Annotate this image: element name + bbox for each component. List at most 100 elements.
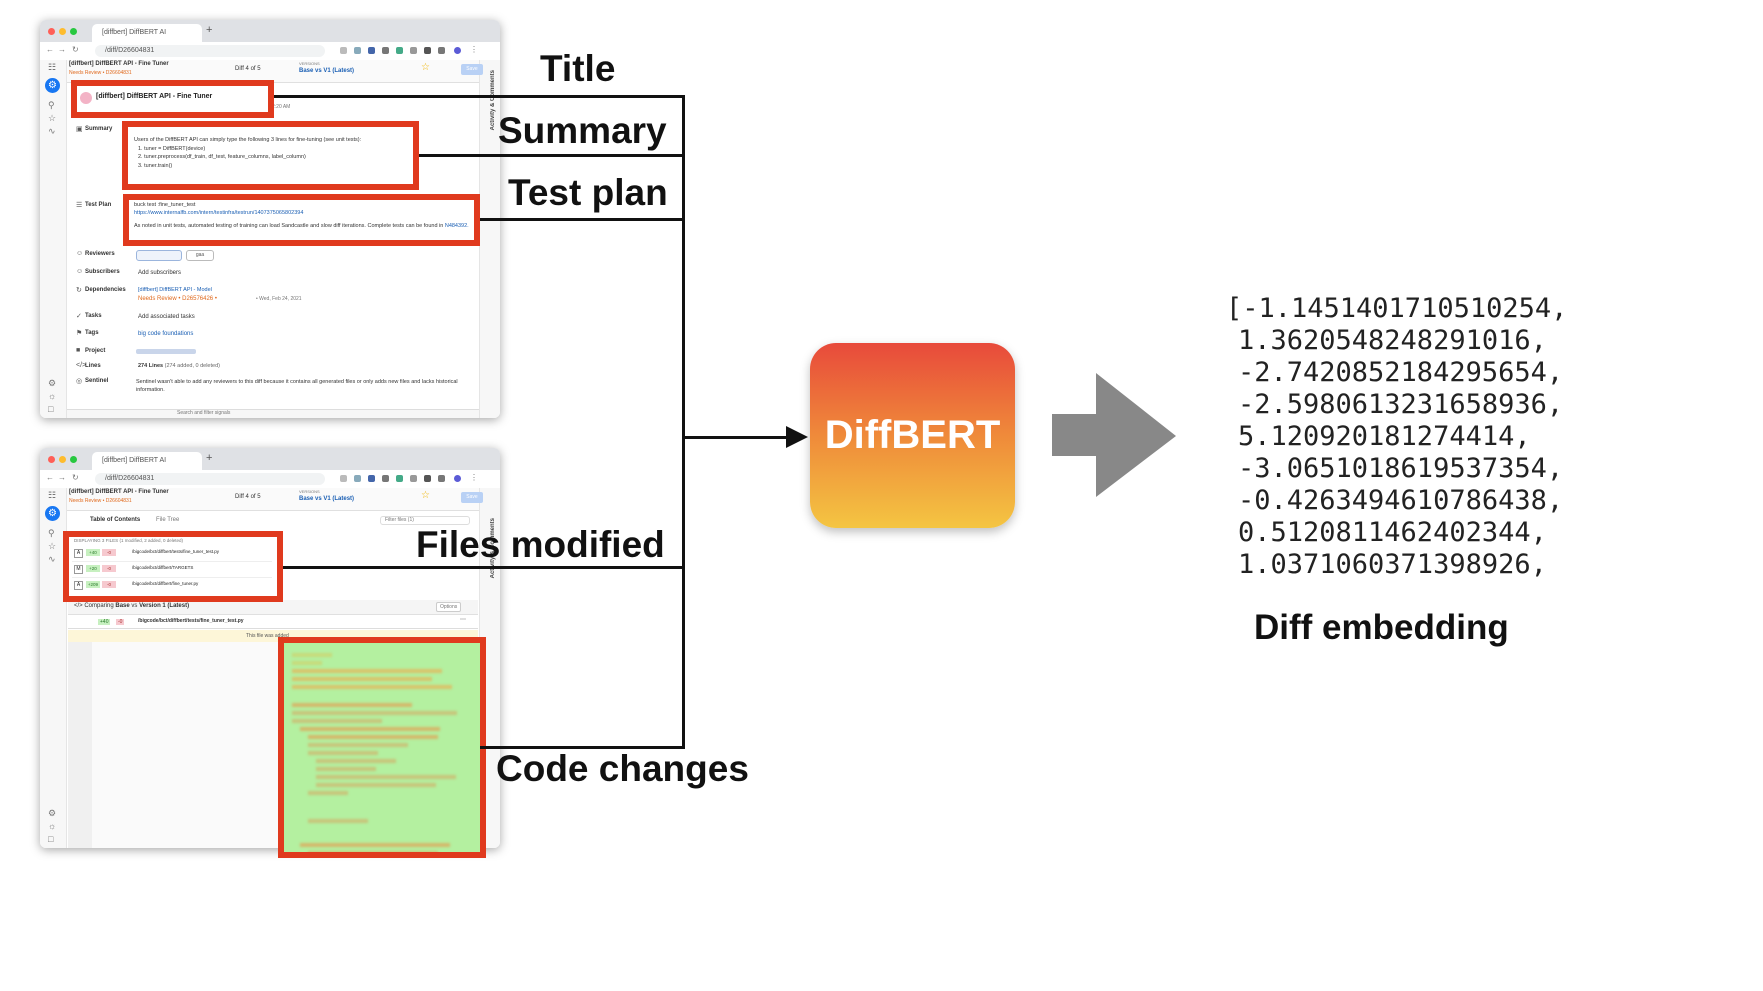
project-value[interactable] (136, 349, 196, 354)
embedding-line: 5.120920181274414, (1238, 421, 1531, 452)
browser-tab[interactable]: [diffbert] DiffBERT AI (92, 452, 202, 470)
search-icon[interactable]: ⚲ (48, 100, 55, 110)
search-icon[interactable]: ⚲ (48, 528, 55, 538)
back-icon[interactable]: ← (46, 45, 54, 54)
header-title: [diffbert] DiffBERT API - Fine Tuner (69, 61, 169, 67)
extension-icon[interactable] (438, 47, 445, 54)
file-badge: M (74, 565, 83, 574)
embedding-line: 1.3620548248291016, (1238, 325, 1547, 356)
file-path: /bigcode/bct/diffbert/fine_tuner.py (132, 581, 199, 586)
activity-comments-tab[interactable]: Activity & Comments (490, 70, 496, 131)
grid-icon[interactable]: ☷ (48, 62, 57, 72)
file-row[interactable]: M +20 -0 /bigcode/bct/diffbert/TARGETS (72, 562, 272, 578)
minimize-dot[interactable] (59, 456, 66, 463)
embedding-line: -2.5980613231658936, (1238, 389, 1564, 420)
notebook-link[interactable]: N484392. (444, 223, 469, 229)
close-dot[interactable] (48, 456, 55, 463)
gear-icon[interactable]: ⚙ (48, 808, 57, 818)
menu-icon[interactable]: ⋮ (470, 473, 478, 482)
dependencies-icon: ↻ (76, 287, 82, 294)
star-icon[interactable]: ☆ (421, 490, 430, 501)
filter-files-input[interactable]: Filter files (1) (380, 516, 470, 525)
extension-icon[interactable] (382, 475, 389, 482)
save-button[interactable]: Save (461, 64, 483, 75)
filter-input[interactable]: Search and filter signals (177, 410, 231, 416)
tasks-input[interactable]: Add associated tasks (138, 314, 195, 320)
extension-icon[interactable] (368, 47, 375, 54)
activity-icon[interactable]: ∿ (48, 554, 56, 564)
extension-icon[interactable] (396, 475, 403, 482)
extension-icon[interactable] (410, 475, 417, 482)
dependency-link[interactable]: [diffbert] DiffBERT API - Model (138, 287, 212, 293)
settings-icon[interactable]: ⚙ (45, 506, 60, 521)
save-button[interactable]: Save (461, 492, 483, 503)
extension-icon[interactable] (382, 47, 389, 54)
address-input[interactable]: /diff/D26604831 (95, 45, 325, 57)
toc-tab[interactable]: Table of Contents (90, 517, 141, 523)
embedding-line: -2.7420852184295654, (1238, 357, 1564, 388)
added-count: +209 (86, 581, 100, 588)
file-tree-tab[interactable]: File Tree (156, 517, 180, 523)
star-icon[interactable]: ☆ (48, 113, 57, 123)
options-button[interactable]: Options (436, 602, 462, 612)
subscribers-input[interactable]: Add subscribers (138, 270, 182, 276)
star-icon[interactable]: ☆ (421, 62, 430, 73)
reviewers-label: Reviewers (85, 251, 115, 257)
file-row[interactable]: A +209 -0 /bigcode/bct/diffbert/fine_tun… (72, 578, 272, 593)
extension-icon[interactable] (410, 47, 417, 54)
grid-icon[interactable]: ☷ (48, 490, 57, 500)
code-left-pane (68, 642, 283, 848)
test-plan-highlight (123, 194, 480, 246)
extension-icon[interactable] (340, 475, 347, 482)
files-modified-highlight (63, 531, 283, 602)
address-input[interactable]: /diff/D26604831 (95, 473, 325, 485)
back-icon[interactable]: ← (46, 473, 54, 482)
maximize-dot[interactable] (70, 28, 77, 35)
comparing-bar: </> Comparing Base vs Version 1 (Latest)… (68, 600, 478, 615)
title-connector (274, 95, 685, 98)
diffbert-model-box: DiffBERT (810, 343, 1015, 528)
extension-icon[interactable] (368, 475, 375, 482)
extension-icon[interactable] (424, 475, 431, 482)
activity-icon[interactable]: ∿ (48, 126, 56, 136)
tag-chip[interactable]: big code foundations (138, 331, 194, 337)
extension-icon[interactable] (354, 475, 361, 482)
forward-icon[interactable]: → (58, 45, 66, 54)
new-tab-icon[interactable]: + (206, 452, 213, 464)
extension-icon[interactable] (340, 47, 347, 54)
settings-icon[interactable]: ⚙ (45, 78, 60, 93)
bug-icon[interactable]: ☼ (48, 821, 57, 831)
reload-icon[interactable]: ↻ (72, 473, 79, 482)
close-dot[interactable] (48, 28, 55, 35)
browser-tab[interactable]: [diffbert] DiffBERT AI (92, 24, 202, 42)
avatar[interactable] (454, 47, 461, 54)
maximize-dot[interactable] (70, 456, 77, 463)
reload-icon[interactable]: ↻ (72, 45, 79, 54)
forward-icon[interactable]: → (58, 473, 66, 482)
new-tab-icon[interactable]: + (206, 24, 213, 36)
extension-icon[interactable] (354, 47, 361, 54)
test-run-link[interactable]: https://www.internalfb.com/intern/testin… (134, 210, 304, 216)
gear-icon[interactable]: ⚙ (48, 378, 57, 388)
file-more-icon[interactable]: ⋯ (460, 617, 466, 623)
extension-icon[interactable] (396, 47, 403, 54)
reviewer-chip[interactable] (136, 250, 182, 261)
avatar[interactable] (454, 475, 461, 482)
help-icon[interactable]: □ (48, 404, 54, 414)
diff-navigator[interactable]: Diff 4 of 5 (235, 494, 261, 500)
versions-select[interactable]: Base vs V1 (Latest) (299, 496, 355, 502)
diff-navigator[interactable]: Diff 4 of 5 (235, 66, 261, 72)
versions-select[interactable]: Base vs V1 (Latest) (299, 68, 355, 74)
header-title: [diffbert] DiffBERT API - Fine Tuner (69, 489, 169, 495)
bug-icon[interactable]: ☼ (48, 391, 57, 401)
reviewer-chip[interactable]: gaa (186, 250, 214, 261)
browser-window-diff-files: [diffbert] DiffBERT AI + ← → ↻ /diff/D26… (40, 448, 500, 848)
menu-icon[interactable]: ⋮ (470, 45, 478, 54)
dependency-status: Needs Review • D26576426 • (138, 296, 217, 302)
star-icon[interactable]: ☆ (48, 541, 57, 551)
minimize-dot[interactable] (59, 28, 66, 35)
help-icon[interactable]: □ (48, 834, 54, 844)
file-row[interactable]: A +40 -0 /bigcode/bct/diffbert/tests/fin… (72, 546, 272, 562)
extension-icon[interactable] (438, 475, 445, 482)
extension-icon[interactable] (424, 47, 431, 54)
